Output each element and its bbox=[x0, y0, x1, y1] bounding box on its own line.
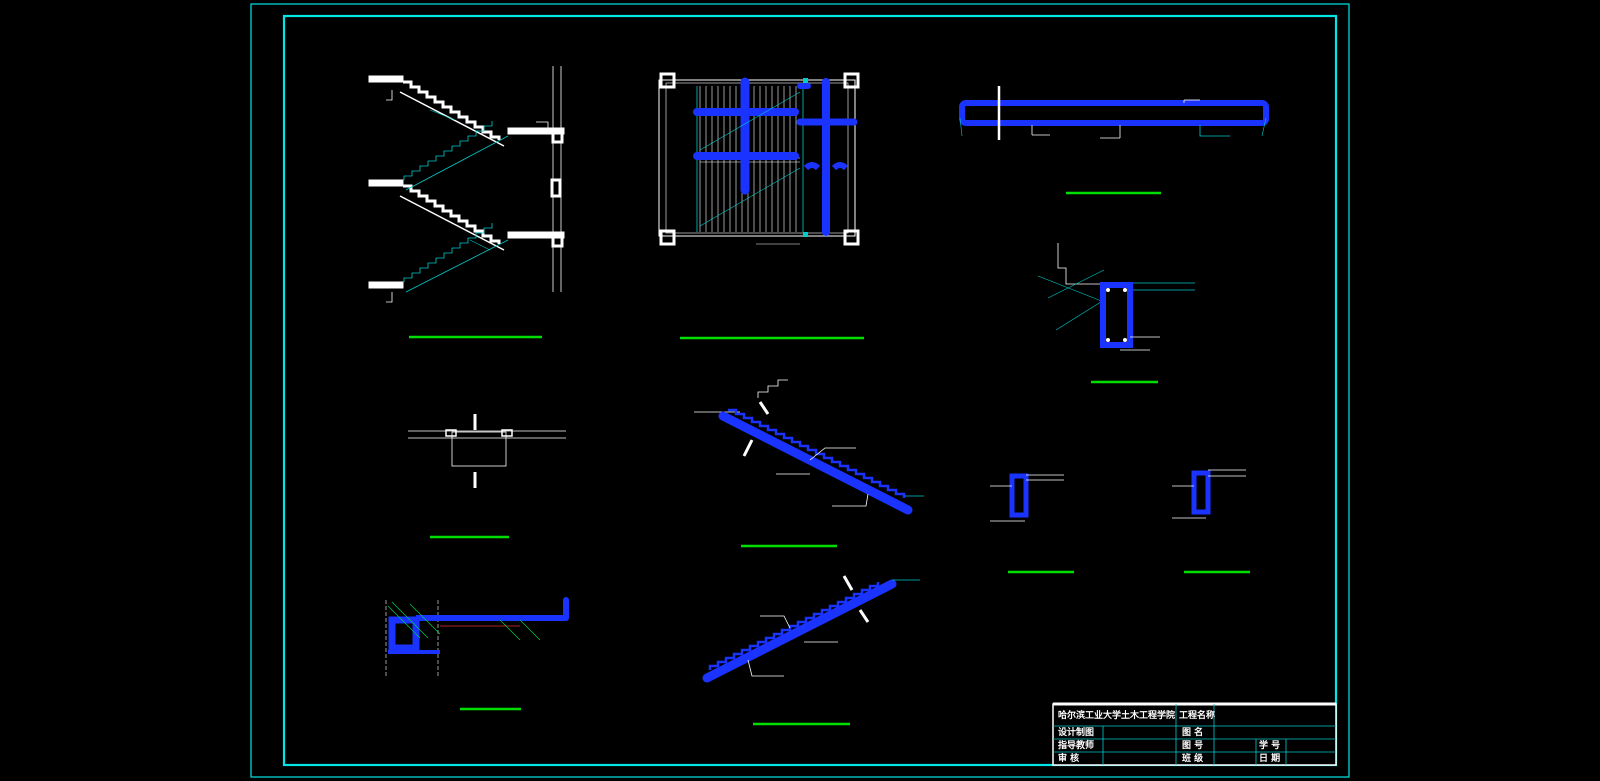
small-beam-section-2 bbox=[1172, 469, 1246, 519]
flight-slab-section-b bbox=[702, 575, 920, 683]
tb-design-label: 设计制图 bbox=[1058, 726, 1094, 738]
beam-section-detail bbox=[1037, 243, 1195, 351]
tb-drawing-number-label: 图 号 bbox=[1182, 740, 1203, 751]
tb-advisor-label: 指导教师 bbox=[1058, 739, 1094, 751]
drawing-frame bbox=[282, 14, 1338, 767]
stair-plan-view bbox=[658, 72, 860, 246]
slab-joint-detail bbox=[408, 414, 566, 488]
tb-class-label: 班 级 bbox=[1182, 752, 1204, 764]
small-beam-section-1 bbox=[990, 473, 1064, 522]
tb-institution: 哈尔滨工业大学土木工程学院 bbox=[1058, 709, 1175, 721]
tb-review-label: 审 核 bbox=[1058, 752, 1079, 764]
flight-slab-section-a bbox=[694, 379, 924, 515]
tb-drawing-name-label: 图 名 bbox=[1182, 726, 1203, 738]
landing-beam-plan bbox=[959, 86, 1269, 140]
tb-project-name-label: 工程名称 bbox=[1179, 709, 1215, 721]
sheet-border bbox=[250, 3, 1350, 778]
tb-date-label: 日 期 bbox=[1259, 752, 1280, 764]
tb-student-id-label: 学 号 bbox=[1259, 739, 1280, 751]
title-block: 哈尔滨工业大学土木工程学院 工程名称 设计制图 指导教师 审 核 图 名 图 号… bbox=[1052, 702, 1337, 766]
stair-section-view bbox=[368, 66, 565, 303]
platform-slab-section bbox=[385, 597, 569, 676]
